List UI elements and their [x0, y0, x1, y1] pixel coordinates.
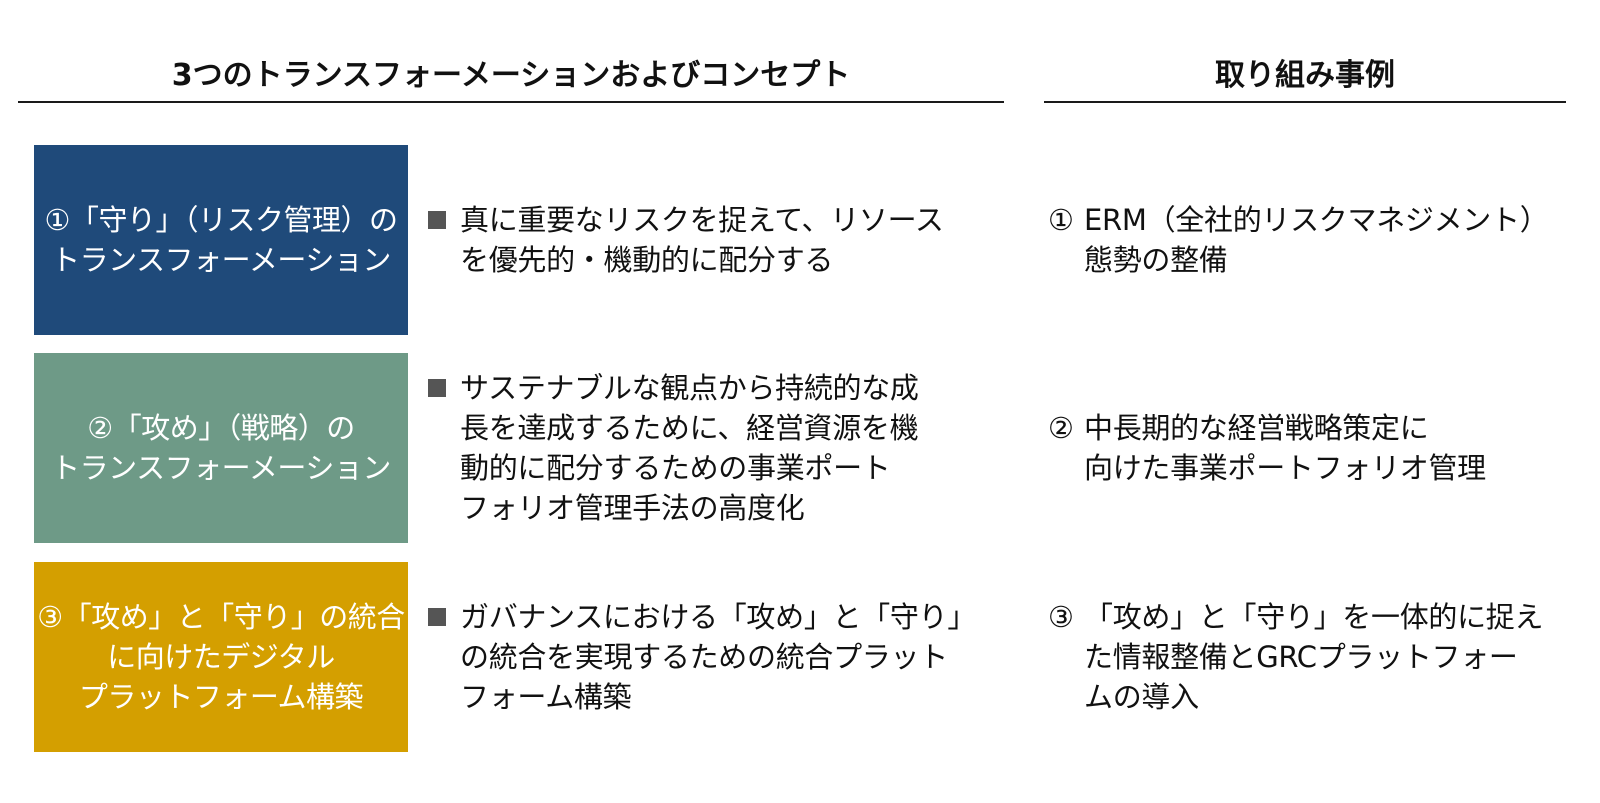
- transformation-box-defense: ①「守り」（リスク管理）の トランスフォーメーション: [34, 145, 408, 335]
- concept-header-divider: [18, 101, 1004, 103]
- examples-header-divider: [1044, 101, 1566, 103]
- example-text: 中長期的な経営戦略策定に 向けた事業ポートフォリオ管理: [1084, 411, 1486, 485]
- transformation-row-1: ①「守り」（リスク管理）の トランスフォーメーション 真に重要なリスクを捉えて、…: [0, 145, 1600, 335]
- concept-text: 真に重要なリスクを捉えて、リソース を優先的・機動的に配分する: [460, 203, 944, 277]
- transformation-box-integration: ③「攻め」と「守り」の統合 に向けたデジタル プラットフォーム構築: [34, 562, 408, 752]
- example-text: ERM（全社的リスクマネジメント） 態勢の整備: [1084, 203, 1549, 277]
- transformation-row-3: ③「攻め」と「守り」の統合 に向けたデジタル プラットフォーム構築 ガバナンスに…: [0, 562, 1600, 752]
- example-number: ③: [1048, 600, 1074, 634]
- transformation-box-offense: ②「攻め」（戦略）の トランスフォーメーション: [34, 353, 408, 543]
- example-number: ②: [1048, 411, 1074, 445]
- example-cell-2: ② 中長期的な経営戦略策定に 向けた事業ポートフォリオ管理: [1048, 353, 1593, 543]
- concept-text: ガバナンスにおける「攻め」と「守り」 の統合を実現するための統合プラット フォー…: [460, 600, 977, 714]
- square-bullet-icon: [428, 379, 446, 397]
- concept-cell-2: サステナブルな観点から持続的な成 長を達成するために、経営資源を機 動的に配分す…: [428, 353, 1000, 543]
- transformation-row-2: ②「攻め」（戦略）の トランスフォーメーション サステナブルな観点から持続的な成…: [0, 353, 1600, 543]
- concept-text: サステナブルな観点から持続的な成 長を達成するために、経営資源を機 動的に配分す…: [460, 371, 919, 525]
- examples-column-header: 取り組み事例: [1215, 58, 1395, 93]
- concept-cell-3: ガバナンスにおける「攻め」と「守り」 の統合を実現するための統合プラット フォー…: [428, 562, 1000, 752]
- square-bullet-icon: [428, 211, 446, 229]
- concept-cell-1: 真に重要なリスクを捉えて、リソース を優先的・機動的に配分する: [428, 145, 1000, 335]
- example-text: 「攻め」と「守り」を一体的に捉え た情報整備とGRCプラットフォー ムの導入: [1084, 600, 1544, 714]
- square-bullet-icon: [428, 608, 446, 626]
- example-number: ①: [1048, 203, 1074, 237]
- example-cell-3: ③ 「攻め」と「守り」を一体的に捉え た情報整備とGRCプラットフォー ムの導入: [1048, 562, 1593, 752]
- example-cell-1: ① ERM（全社的リスクマネジメント） 態勢の整備: [1048, 145, 1593, 335]
- concept-column-header: 3つのトランスフォーメーションおよびコンセプト: [171, 58, 851, 93]
